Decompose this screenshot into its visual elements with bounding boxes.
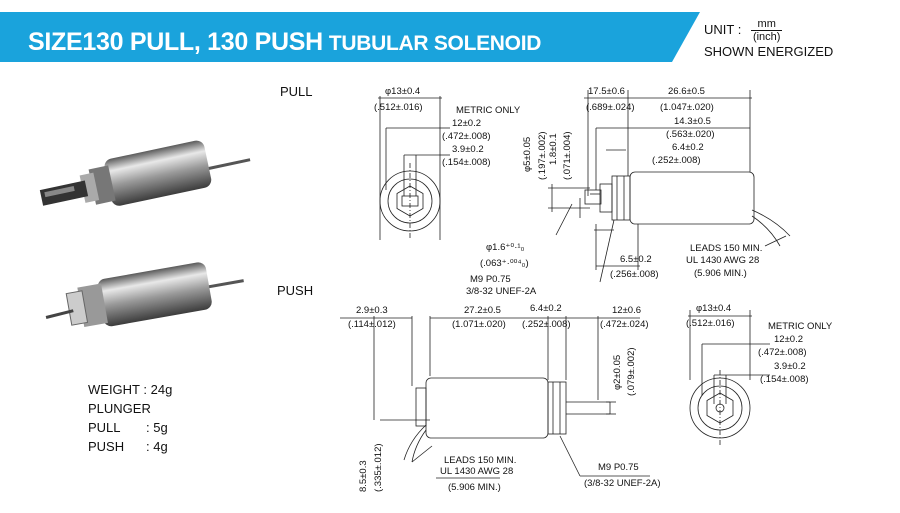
- pull-phi5: φ5±0.05: [522, 137, 533, 172]
- pull-phi5-inch: (.197±.002): [537, 131, 548, 180]
- push-d64-inch: (.252±.008): [522, 319, 571, 330]
- unit-mm: mm: [750, 18, 783, 31]
- push-d85: 8.5±0.3: [358, 460, 369, 492]
- push-d85-inch: (.335±.012): [373, 443, 384, 492]
- pull-solenoid-photo: [39, 140, 251, 206]
- push-d64: 6.4±0.2: [530, 303, 562, 314]
- push-section-label: PUSH: [277, 283, 314, 298]
- weight-label: WEIGHT :: [88, 382, 147, 397]
- push-end-d1-inch: (.472±.008): [758, 347, 807, 358]
- pull-d175-inch: (.689±.024): [586, 102, 635, 113]
- pull-d266-inch: (1.047±.020): [660, 102, 714, 113]
- pull-end-dimensions: φ13±0.4 (.512±.016) METRIC ONLY 12±0.2 (…: [374, 86, 521, 168]
- pull-end-d2-inch: (.154±.008): [442, 157, 491, 168]
- pull-d65-inch: (.256±.008): [610, 269, 659, 280]
- pull-d65: 6.5±0.2: [620, 254, 652, 265]
- pull-d175: 17.5±0.6: [588, 86, 625, 97]
- pull-side-dimensions: 17.5±0.6 (.689±.024) 26.6±0.5 (1.047±.02…: [466, 86, 762, 297]
- pull-leads-line2: UL 1430 AWG 28: [686, 255, 759, 266]
- pull-end-dia-inch: (.512±.016): [374, 102, 423, 113]
- push-phi2: φ2±0.05: [612, 355, 623, 390]
- specifications: WEIGHT : 24g PLUNGER PULL : 5g PUSH : 4g: [88, 380, 172, 456]
- push-leads-line3: (5.906 MIN.): [448, 482, 501, 493]
- push-end-dia: φ13±0.4: [696, 303, 731, 314]
- push-d29-inch: (.114±.012): [348, 319, 396, 330]
- pull-d143-inch: (.563±.020): [666, 129, 715, 140]
- pull-section-label: PULL: [280, 84, 313, 99]
- pull-leads-line3: (5.906 MIN.): [694, 268, 747, 279]
- unit-legend: UNIT : mm (inch): [704, 18, 783, 43]
- title-main: SIZE130 PULL, 130 PUSH: [28, 28, 323, 56]
- push-leads-line2: UL 1430 AWG 28: [440, 466, 513, 477]
- weight-value: 24g: [150, 382, 173, 397]
- push-end-d2-inch: (.154±.008): [760, 374, 809, 385]
- pull-end-metric-only: METRIC ONLY: [456, 105, 521, 116]
- unit-inch: (inch): [752, 31, 781, 43]
- push-end-dimensions: φ13±0.4 (.512±.016) METRIC ONLY 12±0.2 (…: [686, 303, 833, 385]
- unit-label: UNIT :: [704, 21, 742, 37]
- push-end-dia-inch: (.512±.016): [686, 318, 735, 329]
- plunger-label: PLUNGER: [88, 401, 151, 416]
- pull-d266: 26.6±0.5: [668, 86, 705, 97]
- pull-d64: 6.4±0.2: [672, 142, 704, 153]
- pull-d18-inch: (.071±.004): [562, 131, 573, 180]
- title-subtitle: TUBULAR SOLENOID: [328, 32, 542, 55]
- push-d272: 27.2±0.5: [464, 305, 501, 316]
- pull-unef: 3/8-32 UNEF-2A: [466, 286, 537, 297]
- push-d29: 2.9±0.3: [356, 305, 388, 316]
- pull-end-d2: 3.9±0.2: [452, 144, 484, 155]
- unit-fraction: mm (inch): [750, 18, 783, 43]
- push-end-metric-only: METRIC ONLY: [768, 321, 833, 332]
- push-phi2-inch: (.079±.002): [626, 347, 637, 396]
- pull-end-d1-inch: (.472±.008): [442, 131, 491, 142]
- push-d12: 12±0.6: [612, 305, 641, 316]
- push-side-dimensions: 2.9±0.3 (.114±.012) 27.2±0.5 (1.071±.020…: [348, 303, 661, 493]
- pull-end-d1: 12±0.2: [452, 118, 481, 129]
- shown-energized-note: SHOWN ENERGIZED: [704, 44, 834, 59]
- pull-side-body: [629, 171, 755, 225]
- pull-d143: 14.3±0.5: [674, 116, 711, 127]
- plunger-push-label: PUSH: [88, 439, 125, 454]
- push-m9: M9 P0.75: [598, 462, 639, 473]
- plunger-pull-label: PULL: [88, 420, 121, 435]
- pull-phi16-inch: (.063⁺·⁰⁰⁴₀): [480, 258, 529, 269]
- pull-end-dia: φ13±0.4: [385, 86, 420, 97]
- pull-phi16: φ1.6⁺⁰·¹₀: [486, 242, 525, 253]
- plunger-pull-value: : 5g: [146, 420, 168, 435]
- push-side-body: [425, 377, 549, 439]
- push-end-d1: 12±0.2: [774, 334, 803, 345]
- push-unef: (3/8-32 UNEF-2A): [584, 478, 661, 489]
- push-solenoid-photo: [45, 262, 244, 327]
- pull-leads-line1: LEADS 150 MIN.: [690, 243, 762, 254]
- push-leads-line1: LEADS 150 MIN.: [444, 455, 516, 466]
- push-d12-inch: (.472±.024): [600, 319, 649, 330]
- plunger-push-value: : 4g: [146, 439, 168, 454]
- pull-d18: 1.8±0.1: [548, 133, 559, 165]
- pull-m9: M9 P0.75: [470, 274, 511, 285]
- push-d272-inch: (1.071±.020): [452, 319, 506, 330]
- push-end-d2: 3.9±0.2: [774, 361, 806, 372]
- pull-d64-inch: (.252±.008): [652, 155, 701, 166]
